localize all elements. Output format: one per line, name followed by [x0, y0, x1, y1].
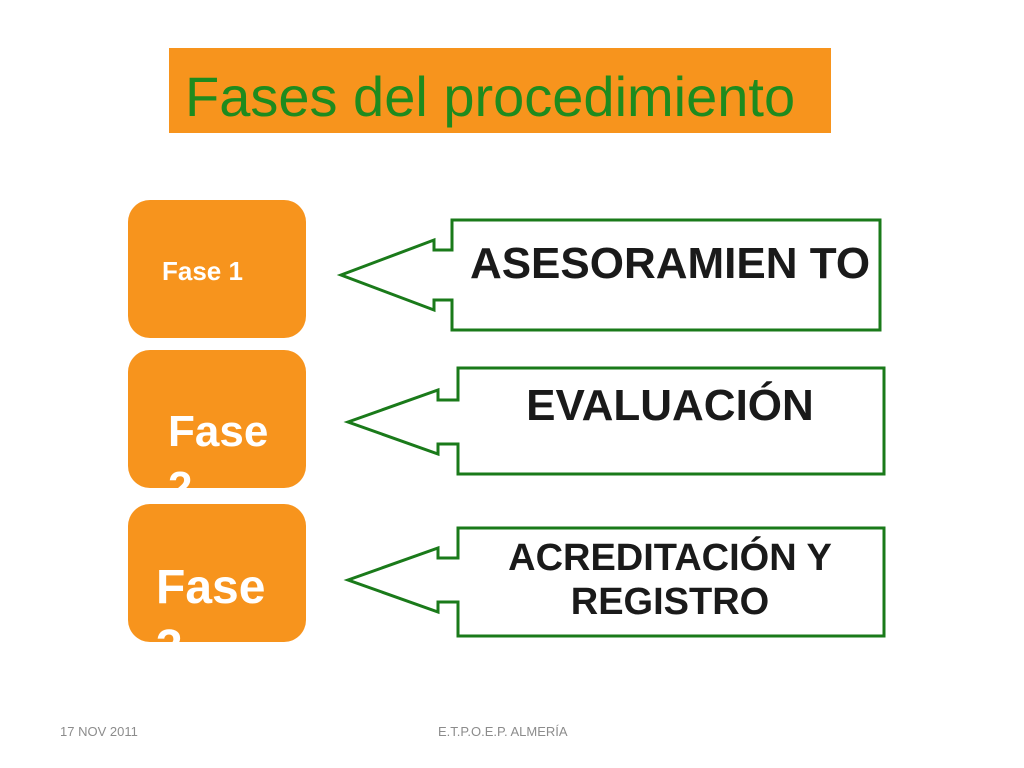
phase-description-2: EVALUACIÓN: [526, 381, 814, 430]
footer-date: 17 NOV 2011: [60, 724, 138, 739]
footer-organization: E.T.P.O.E.P. ALMERÍA: [438, 724, 568, 739]
phase-label-3: Fase 3: [156, 561, 266, 642]
phase-box-3: Fase 3: [128, 504, 306, 642]
callout-arrow-1: [336, 218, 882, 332]
phase-description-3: ACREDITACIÓN Y REGISTRO: [508, 537, 832, 623]
phase-box-2: Fase 2: [128, 350, 306, 488]
phase-description-1: ASESORAMIEN TO: [469, 239, 871, 288]
slide-title: Fases del procedimiento: [185, 65, 796, 128]
callout-arrow-2: [343, 366, 886, 476]
phase-label-2: Fase 2: [168, 407, 269, 488]
title-banner: [169, 48, 831, 133]
callout-arrow-3: [343, 526, 886, 638]
phase-label-1: Fase 1: [162, 256, 243, 286]
phase-box-1: Fase 1: [128, 200, 306, 338]
